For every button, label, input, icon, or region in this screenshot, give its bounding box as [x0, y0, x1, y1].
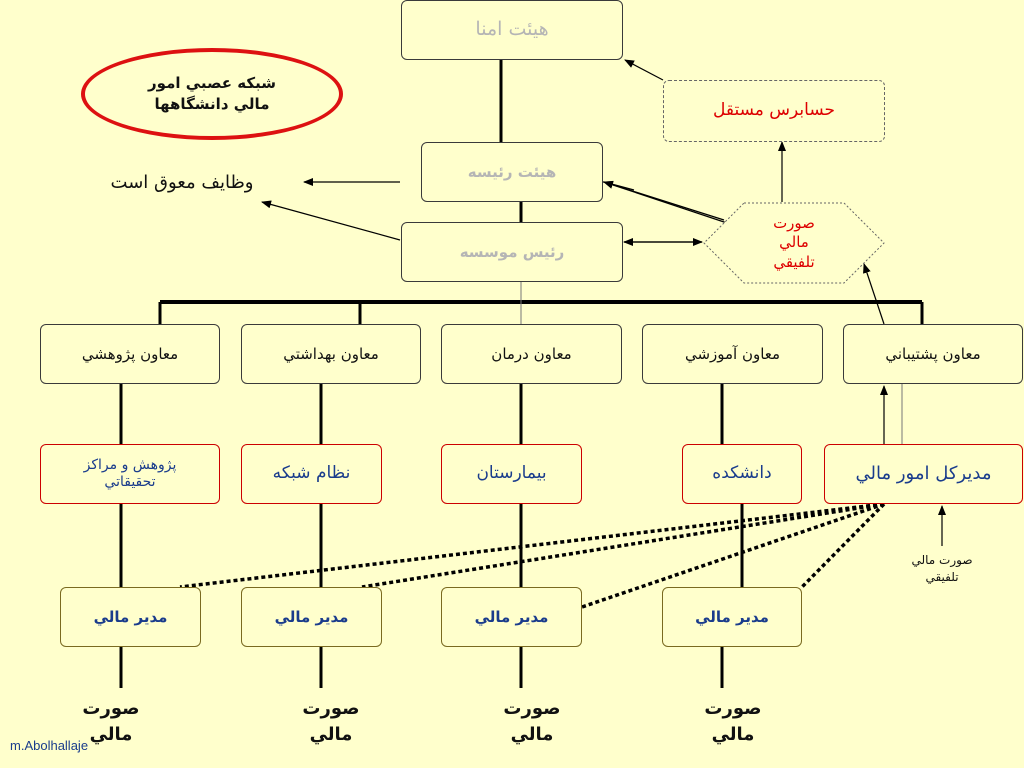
consolidated-statement-hexagon: صورت مالي تلفيقي: [703, 202, 885, 284]
delayed-duties-text: وظايف معوق است: [110, 172, 254, 193]
finance-manager-label: مدير مالي: [93, 607, 168, 626]
unit-label: دانشكده: [712, 463, 772, 484]
board-of-directors-label: هيئت رئيسه: [467, 162, 557, 181]
unit-label: پژوهش و مراكز تحقيقاتي: [83, 456, 177, 491]
consolidated-note: صورت مالي تلفيقي: [900, 552, 984, 586]
arrow-board-hexagon: [603, 181, 734, 229]
finance-manager-label: مدير مالي: [695, 607, 769, 626]
statement-line-2: مالي: [510, 724, 554, 746]
unit-faculty-box: دانشكده: [682, 444, 802, 504]
finance-manager-label: مدير مالي: [274, 607, 349, 626]
deputy-support-box: معاون پشتيباني: [843, 324, 1023, 384]
hexagon-line-3: تلفيقي: [773, 252, 815, 271]
finance-manager-box: مدير مالي: [441, 587, 582, 647]
title-line-2: مالي دانشگاهها: [154, 95, 270, 113]
unit-hospital-box: بيمارستان: [441, 444, 582, 504]
deputy-label: معاون بهداشتي: [283, 344, 379, 363]
independent-auditor-label: حسابرس مستقل: [713, 100, 835, 121]
unit-label: بيمارستان: [476, 463, 547, 484]
hexagon-shape: [703, 202, 885, 284]
author-credit: m.Abolhallaje: [10, 738, 89, 753]
deputy-label: معاون آموزشي: [684, 344, 781, 363]
deputy-label: معاون پژوهشي: [81, 344, 179, 363]
hexagon-line-1: صورت: [773, 213, 815, 232]
board-of-directors-box: هيئت رئيسه: [421, 142, 603, 202]
institution-president-label: رئيس موسسه: [459, 242, 565, 261]
statement-line-1: صورت: [704, 698, 762, 719]
hexagon-line-2: مالي: [779, 233, 809, 252]
independent-auditor-box: حسابرس مستقل: [663, 80, 885, 142]
unit-label: نظام شبكه: [272, 463, 351, 484]
finance-manager-box: مدير مالي: [241, 587, 382, 647]
consolidated-note-line-2: تلفيقي: [925, 569, 959, 584]
finance-manager-label: مدير مالي: [474, 607, 549, 626]
statement-line-2: مالي: [89, 724, 133, 746]
deputy-treatment-box: معاون درمان: [441, 324, 622, 384]
finance-manager-box: مدير مالي: [662, 587, 802, 647]
financial-statement: صورت مالي: [688, 696, 778, 748]
statement-line-1: صورت: [82, 698, 140, 719]
statement-line-1: صورت: [302, 698, 360, 719]
title-line-1: شبكه عصبي امور: [148, 74, 276, 92]
statement-line-2: مالي: [711, 724, 755, 746]
board-of-trustees-box: هيئت امنا: [401, 0, 623, 60]
thin-lines: [520, 282, 903, 444]
deputy-health-box: معاون بهداشتي: [241, 324, 421, 384]
deputy-education-box: معاون آموزشي: [642, 324, 823, 384]
statement-line-2: مالي: [309, 724, 353, 746]
unit-research-centers-box: پژوهش و مراكز تحقيقاتي: [40, 444, 220, 504]
consolidated-note-line-1: صورت مالي: [911, 553, 973, 567]
deputy-label: معاون پشتيباني: [885, 344, 981, 363]
financial-statement: صورت مالي: [286, 696, 376, 748]
title-ellipse: شبكه عصبي امور مالي دانشگاهها: [81, 48, 343, 140]
statement-line-1: صورت: [503, 698, 561, 719]
board-of-trustees-label: هيئت امنا: [475, 18, 549, 41]
unit-label: مديركل امور مالي: [855, 462, 992, 484]
financial-statement: صورت مالي: [66, 696, 156, 748]
dotted-lines: [179, 502, 886, 609]
unit-network-box: نظام شبكه: [241, 444, 382, 504]
finance-manager-box: مدير مالي: [60, 587, 201, 647]
institution-president-box: رئيس موسسه: [401, 222, 623, 282]
financial-statement: صورت مالي: [487, 696, 577, 748]
unit-finance-director-box: مديركل امور مالي: [824, 444, 1023, 504]
deputy-research-box: معاون پژوهشي: [40, 324, 220, 384]
deputy-label: معاون درمان: [491, 344, 572, 363]
